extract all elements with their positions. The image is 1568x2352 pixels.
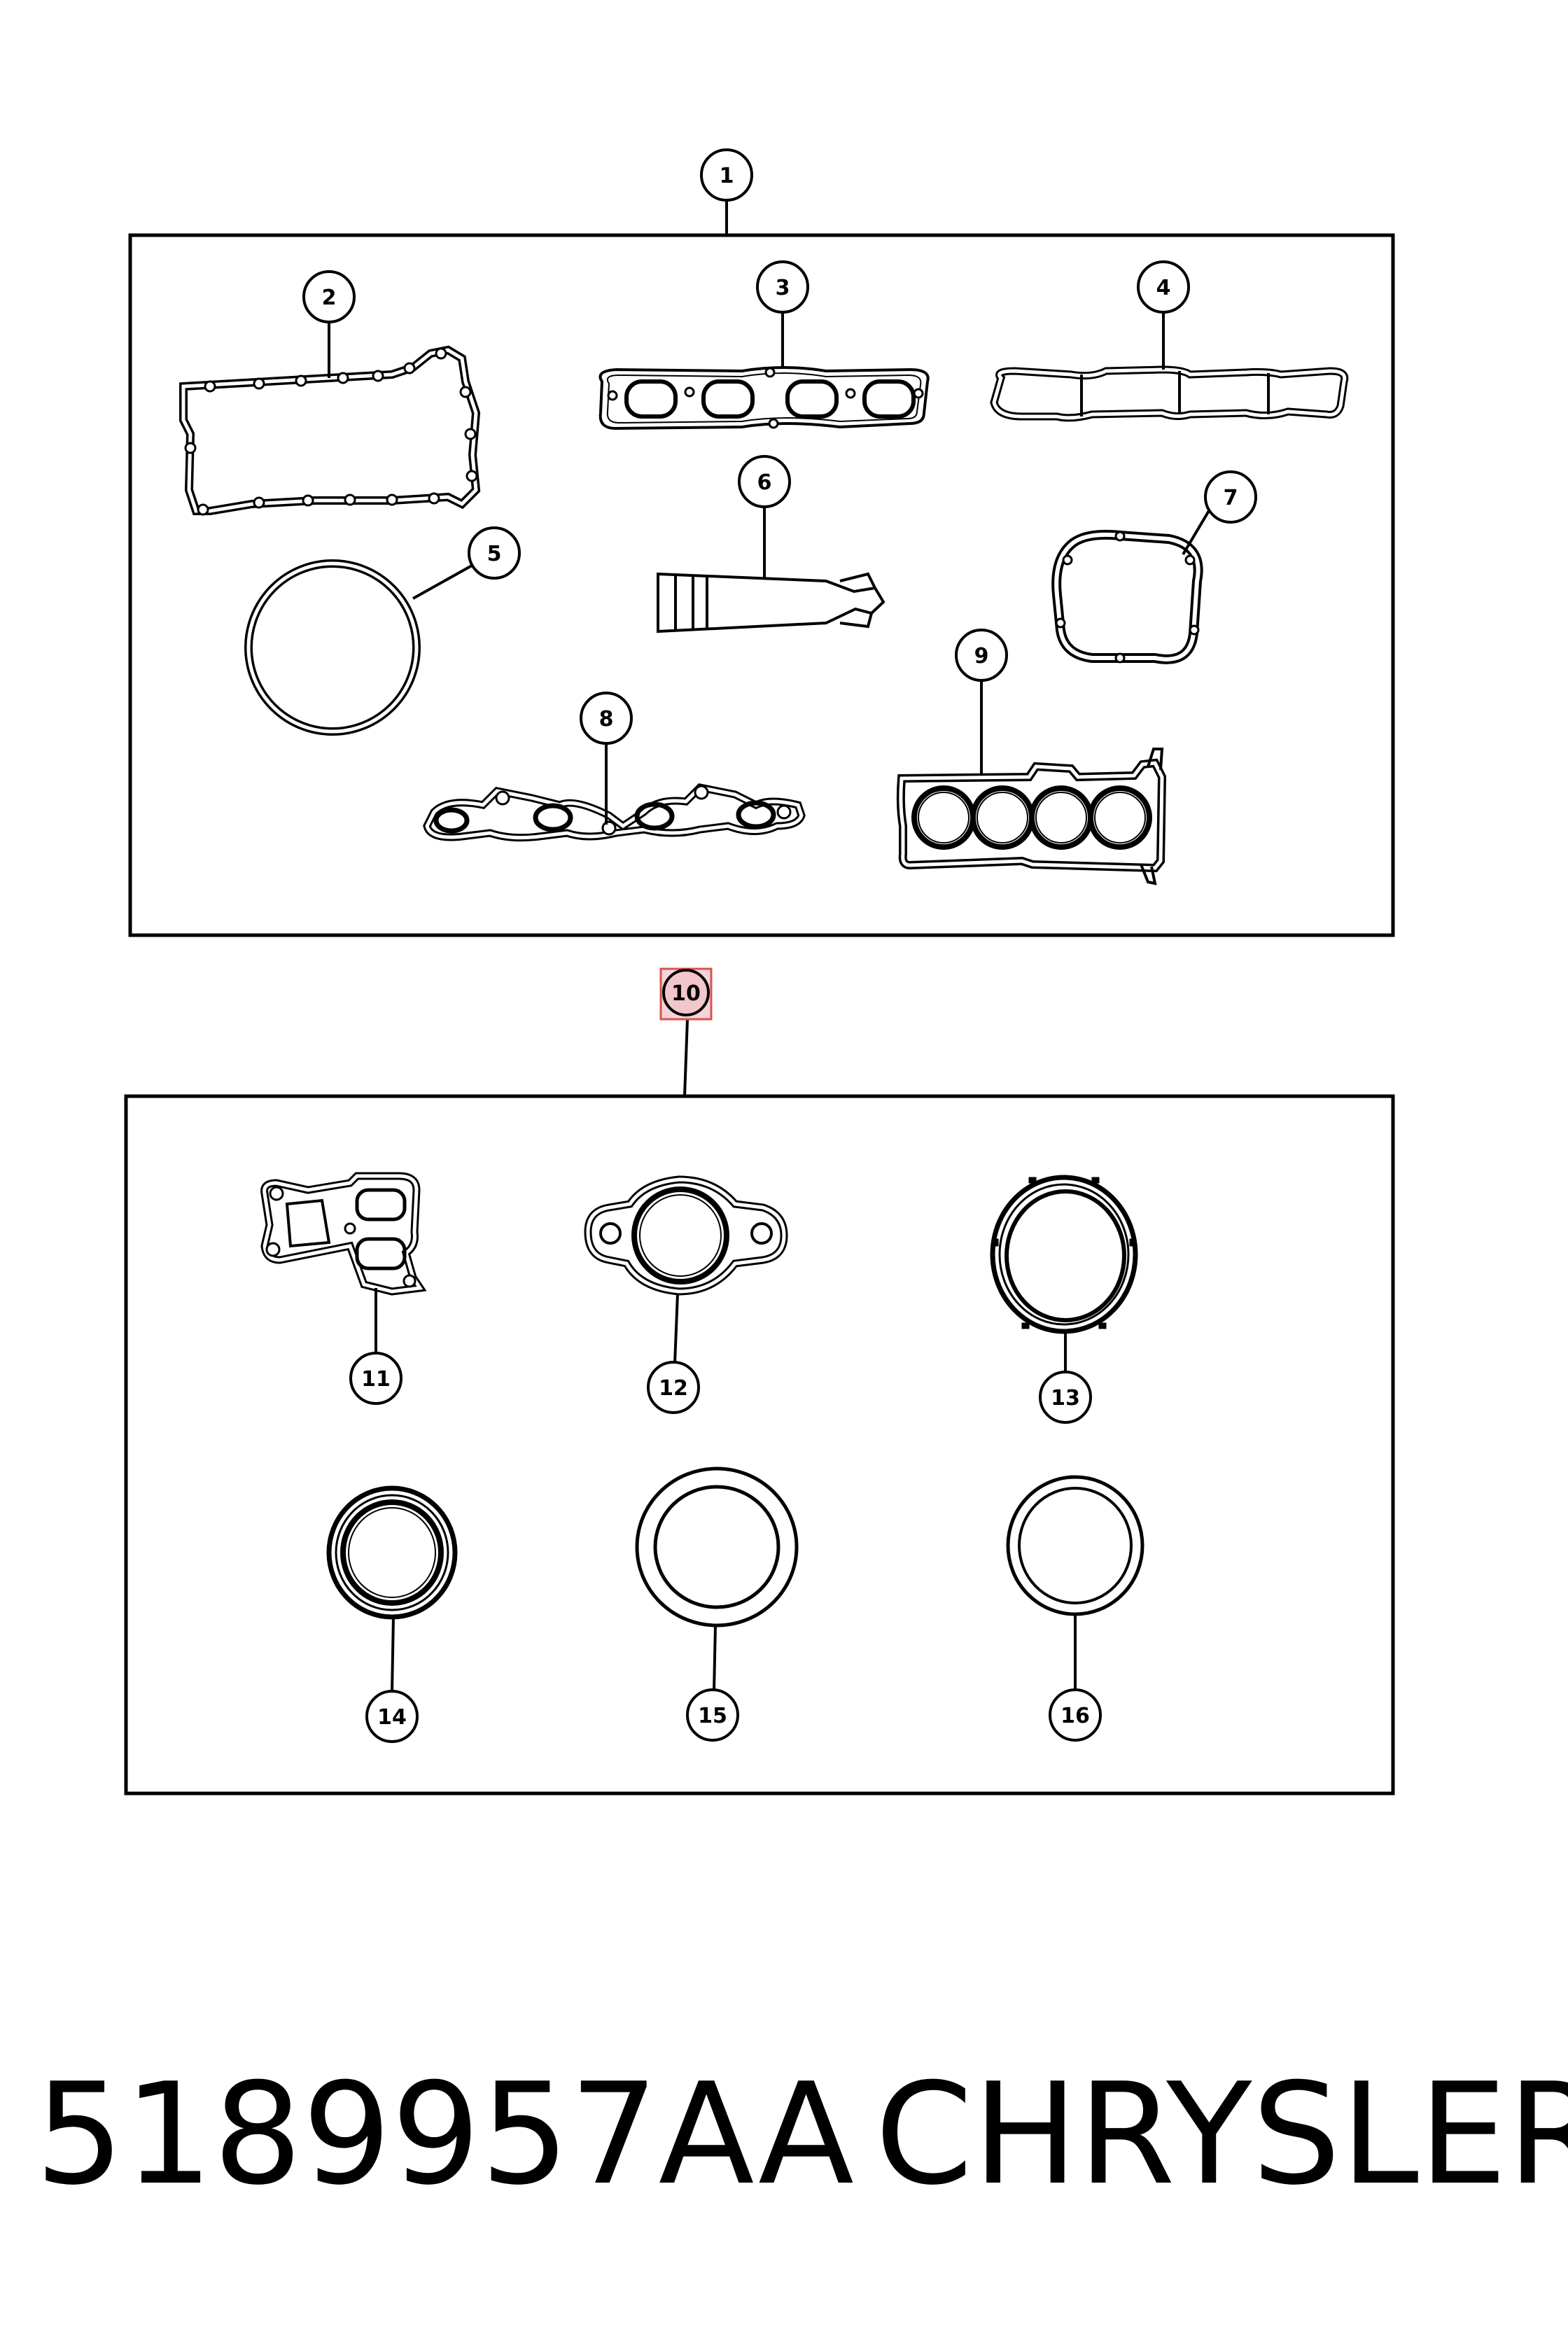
callout-1: 1 [700,148,753,202]
leader-line-10 [683,1018,689,1097]
oil-seal [326,1485,458,1620]
callout-9: 9 [955,629,1008,682]
brand-name-label: CHRYSLER [875,2053,1568,2216]
head-gasket [896,748,1167,886]
callout-3: 3 [756,260,809,314]
valve-cover-gasket [179,345,481,516]
elbow-gasket [1051,529,1203,664]
water-outlet-gasket [260,1172,427,1296]
leader-line-5 [412,564,472,600]
svg-text:6: 6 [757,470,772,495]
part-number-label: 5189957AA [35,2053,854,2216]
exhaust-gasket [423,783,806,842]
svg-text:4: 4 [1156,276,1171,300]
svg-text:2: 2 [322,286,337,310]
bottom-group-frame [124,1094,1395,1795]
svg-text:12: 12 [659,1376,688,1401]
svg-text:11: 11 [361,1367,391,1392]
svg-text:10: 10 [671,981,701,1006]
sealant-tube [657,572,886,634]
callout-12: 12 [647,1361,700,1414]
intake-gasket [990,365,1349,422]
callout-8: 8 [580,692,633,745]
svg-text:8: 8 [599,707,614,732]
callout-13: 13 [1039,1371,1092,1424]
o-ring-large [244,559,421,736]
leader-line-15 [713,1625,717,1692]
callout-14: 14 [365,1690,419,1743]
callout-4: 4 [1137,260,1190,314]
callout-10-highlighted[interactable]: 10 [659,967,713,1021]
svg-text:7: 7 [1224,486,1238,510]
callout-6: 6 [738,455,791,508]
flanged-seal [990,1175,1138,1334]
manifold-gasket [598,366,930,430]
top-group-frame [128,233,1395,937]
callout-16: 16 [1049,1688,1102,1742]
callout-2: 2 [302,270,356,323]
flat-ring-gasket [635,1466,799,1628]
flange-gasket [584,1175,788,1296]
leader-line-7 [1182,508,1211,556]
svg-text:13: 13 [1051,1386,1080,1410]
svg-text:3: 3 [776,276,790,300]
leader-line-14 [391,1616,395,1693]
svg-text:16: 16 [1060,1704,1090,1728]
svg-text:15: 15 [698,1704,727,1728]
svg-text:5: 5 [487,542,502,566]
callout-11: 11 [349,1352,402,1405]
callout-7: 7 [1204,470,1257,524]
svg-text:9: 9 [974,644,989,668]
svg-text:1: 1 [720,164,734,188]
thin-ring-gasket [1006,1475,1144,1616]
callout-5: 5 [468,526,521,580]
leader-line-12 [673,1293,679,1364]
svg-text:14: 14 [377,1705,407,1730]
callout-15: 15 [686,1688,739,1742]
